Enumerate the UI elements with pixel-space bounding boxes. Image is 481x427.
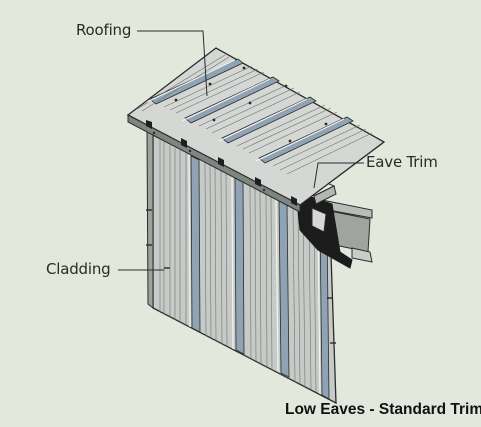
- roof-edge-profile: [146, 120, 297, 206]
- cladding-blue-ribs: [190, 155, 330, 400]
- cladding-fixings: [146, 209, 336, 344]
- cladding-panel: [146, 128, 337, 405]
- leader-lines: [118, 30, 364, 271]
- roof-blue-ribs: [149, 58, 354, 164]
- eave-trim-assembly: [295, 179, 373, 269]
- roof-fixings: [152, 66, 328, 192]
- roof-fine-ribs: [136, 54, 373, 175]
- eave-trim-leader: [313, 162, 364, 189]
- roofing-leader: [137, 30, 208, 97]
- cladding-ribs: [159, 140, 317, 393]
- cladding-label: Cladding: [46, 260, 111, 278]
- eave-trim-label: Eave Trim: [366, 153, 438, 171]
- roof-sheeting: [126, 47, 386, 213]
- roofing-label: Roofing: [76, 21, 132, 39]
- diagram-caption: Low Eaves - Standard Trim: [285, 401, 481, 418]
- roof-rib-highlights: [146, 59, 345, 162]
